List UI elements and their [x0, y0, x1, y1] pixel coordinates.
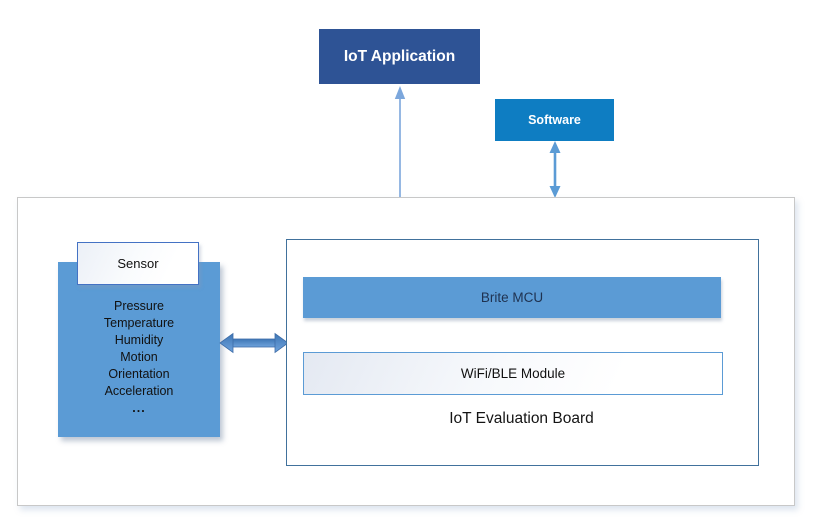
iot-application-node: IoT Application [319, 29, 480, 84]
double-arrow-vertical-icon [549, 141, 561, 198]
software-label: Software [528, 113, 581, 127]
brite-mcu-node: Brite MCU [303, 277, 721, 318]
sensor-items-list: Pressure Temperature Humidity Motion Ori… [58, 298, 220, 417]
sensor-node [58, 262, 220, 437]
sensor-item: Temperature [103, 316, 175, 330]
brite-mcu-label: Brite MCU [480, 290, 544, 305]
sensor-title-box: Sensor [77, 242, 199, 285]
sensor-item: Acceleration [104, 384, 174, 398]
wifi-ble-module-node: WiFi/BLE Module [303, 352, 723, 395]
wifi-ble-module-label: WiFi/BLE Module [460, 366, 566, 381]
arrow-up-icon [394, 86, 406, 197]
sensor-item: Pressure [113, 299, 165, 313]
sensor-title: Sensor [117, 256, 159, 271]
sensor-item: ... [132, 401, 146, 415]
sensor-item: Humidity [114, 333, 164, 347]
iot-application-label: IoT Application [343, 47, 456, 65]
software-node: Software [495, 99, 614, 141]
double-arrow-horizontal-icon [219, 332, 289, 354]
sensor-item: Orientation [108, 367, 170, 381]
evaluation-board-label: IoT Evaluation Board [449, 410, 594, 427]
sensor-item: Motion [120, 350, 158, 364]
